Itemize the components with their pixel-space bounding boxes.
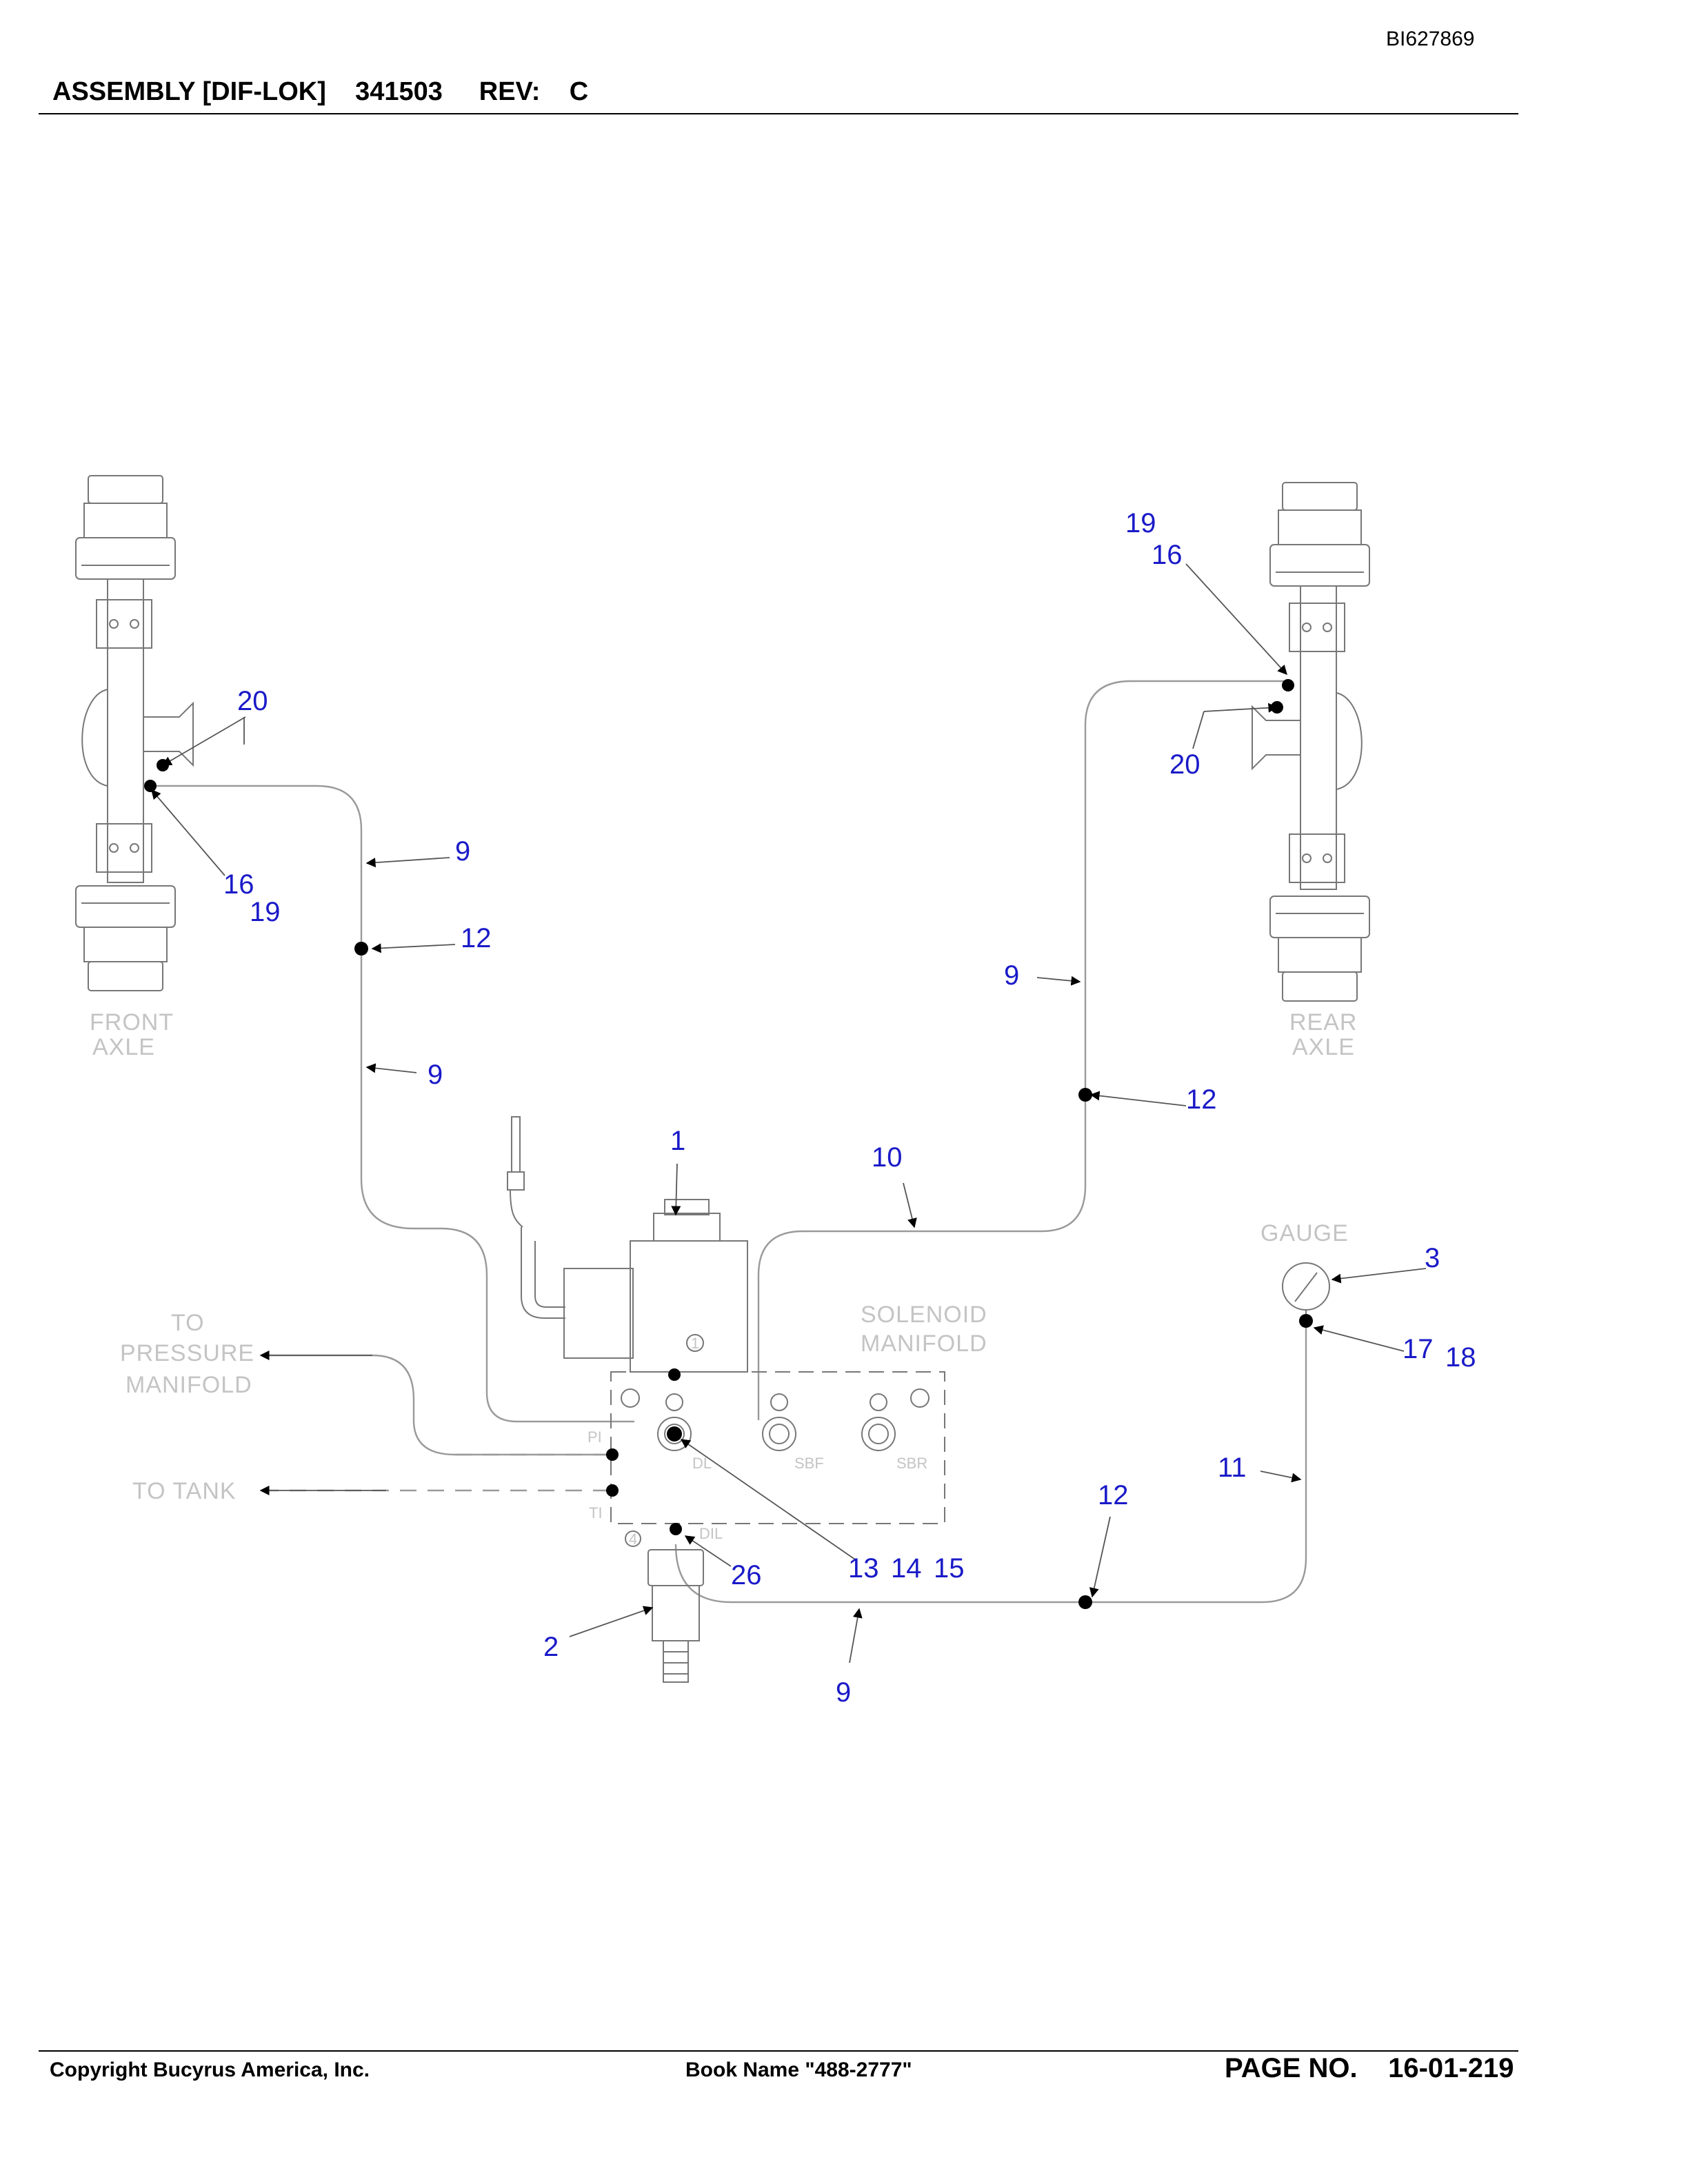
gauge (1282, 1262, 1330, 1321)
callout-14: 14 (891, 1553, 922, 1584)
to-tank-label: TO TANK (132, 1478, 237, 1504)
callout-9-b: 9 (428, 1060, 443, 1090)
callout-18: 18 (1445, 1342, 1476, 1373)
rear-axle-label-2: AXLE (1292, 1034, 1355, 1060)
port-sbr-label: SBR (896, 1455, 927, 1472)
callout-11: 11 (1218, 1453, 1247, 1483)
callout-17: 17 (1403, 1334, 1434, 1364)
num-4-label: 4 (629, 1530, 637, 1548)
rev-label: REV: (479, 77, 541, 106)
book-name: Book Name "488-2777" (685, 2059, 912, 2081)
solenoid-manifold-label-2: MANIFOLD (861, 1331, 987, 1357)
to-pressure-label-3: MANIFOLD (125, 1372, 252, 1398)
connection-points (144, 679, 1313, 1609)
callout-16-rear: 16 (1152, 540, 1183, 570)
callout-9-d: 9 (836, 1677, 851, 1708)
copyright: Copyright Bucyrus America, Inc. (50, 2059, 370, 2081)
part-number: 341503 (355, 77, 443, 106)
page-label: PAGE NO. (1225, 2053, 1358, 2083)
page-number: PAGE NO. 16-01-219 (1225, 2053, 1514, 2084)
callout-3: 3 (1425, 1243, 1440, 1273)
callout-19-front: 19 (250, 897, 281, 927)
header-rule (39, 113, 1518, 114)
page-value: 16-01-219 (1388, 2053, 1514, 2083)
solenoid-num-label: 1 (691, 1335, 699, 1352)
callout-12-b: 12 (1186, 1084, 1217, 1115)
callout-26: 26 (731, 1560, 762, 1590)
port-dil-label: DIL (699, 1525, 723, 1542)
port-ti-label: TI (589, 1504, 603, 1521)
solenoid-valve (507, 1116, 748, 1373)
callouts: 20 16 19 9 12 9 19 16 20 9 12 1 10 3 17 … (223, 508, 1476, 1708)
assembly-title: ASSEMBLY [DIF-LOK] (52, 77, 326, 106)
solenoid-manifold (610, 1371, 945, 1547)
leader-lines (151, 563, 1427, 1664)
callout-13: 13 (848, 1553, 879, 1584)
callout-20-rear: 20 (1169, 749, 1200, 780)
callout-15: 15 (934, 1553, 965, 1584)
callout-1: 1 (670, 1126, 685, 1156)
rear-axle (1252, 482, 1370, 1002)
callout-12-a: 12 (461, 923, 492, 953)
port-sbf-label: SBF (794, 1455, 824, 1472)
callout-12-c: 12 (1098, 1480, 1129, 1510)
to-pressure-label-2: PRESSURE (120, 1340, 254, 1366)
rev-value: C (569, 77, 589, 106)
pressure-switch (647, 1549, 704, 1683)
callout-19-rear: 19 (1125, 508, 1156, 538)
port-dl-label: DL (692, 1455, 712, 1472)
callout-20-front: 20 (237, 686, 268, 716)
callout-10: 10 (872, 1142, 903, 1173)
footer-rule (39, 2050, 1518, 2052)
solenoid-manifold-label-1: SOLENOID (861, 1302, 987, 1328)
callout-16-front: 16 (223, 869, 254, 900)
callout-2: 2 (543, 1632, 559, 1662)
port-pi-label: PI (587, 1428, 602, 1446)
front-axle-label-1: FRONT (90, 1009, 174, 1035)
rear-axle-label-1: REAR (1289, 1009, 1357, 1035)
front-axle-label-2: AXLE (92, 1034, 155, 1060)
front-axle (75, 475, 194, 991)
hose-lines (143, 680, 1307, 1604)
document-id: BI627869 (1386, 28, 1475, 50)
page-header: ASSEMBLY [DIF-LOK] 341503 REV: C (52, 77, 588, 107)
callout-9-a: 9 (455, 836, 470, 867)
gauge-label: GAUGE (1260, 1220, 1349, 1246)
to-pressure-label-1: TO (171, 1310, 205, 1336)
callout-9-c: 9 (1004, 960, 1019, 991)
